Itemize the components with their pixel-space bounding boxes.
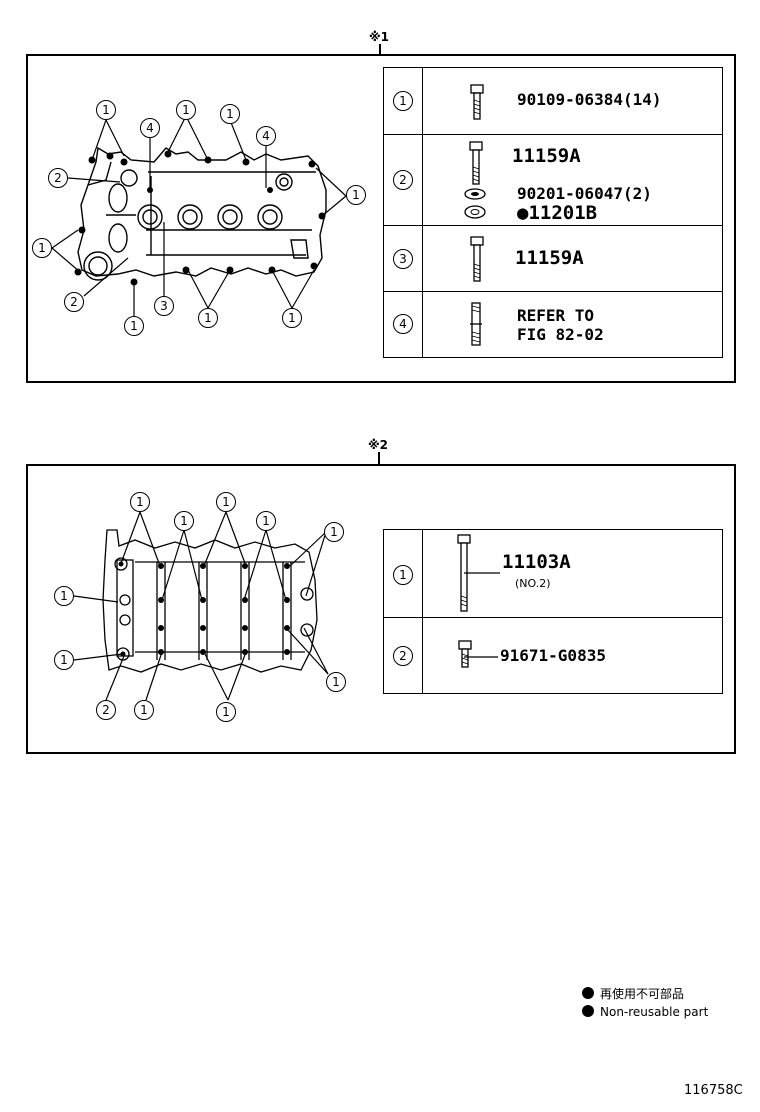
section2-mark: ※2: [368, 438, 389, 452]
callout-1: 1: [130, 492, 150, 512]
grommet-icon: [464, 205, 486, 219]
table-row: 2 91671-G0835: [384, 618, 722, 693]
callout-1: 1: [174, 511, 194, 531]
section1-parts-table: 1 90109-06384(14) 2 11159A 90201-06047(2…: [383, 67, 723, 358]
part-number: 11159A: [512, 145, 581, 167]
row-index: 2: [393, 170, 413, 190]
part-number: 11159A: [515, 247, 584, 269]
non-reusable-dot-icon: [582, 1005, 594, 1017]
legend-en: Non-reusable part: [582, 1005, 708, 1019]
callout-1: 1: [134, 700, 154, 720]
section2-panel: [26, 464, 736, 754]
section1-panel: [26, 54, 736, 383]
callout-4: 4: [256, 126, 276, 146]
long-bolt-icon: [457, 534, 471, 612]
callout-1: 1: [198, 308, 218, 328]
callout-2: 2: [48, 168, 68, 188]
callout-4: 4: [140, 118, 160, 138]
callout-1: 1: [256, 511, 276, 531]
callout-2: 2: [96, 700, 116, 720]
index-column: [384, 68, 423, 357]
table-row: 3 11159A: [384, 226, 722, 292]
row-index: 1: [393, 91, 413, 111]
table-row: 1 11103A (NO.2): [384, 530, 722, 618]
callout-1: 1: [220, 104, 240, 124]
callout-3: 3: [154, 296, 174, 316]
part-number: 90109-06384(14): [517, 90, 662, 109]
table-row: 1 90109-06384(14): [384, 68, 722, 135]
legend-jp: 再使用不可部品: [582, 985, 684, 1002]
row-index: 2: [393, 646, 413, 666]
callout-1: 1: [346, 185, 366, 205]
callout-1: 1: [176, 100, 196, 120]
row-index: 4: [393, 314, 413, 334]
non-reusable-dot-icon: [582, 987, 594, 999]
callout-1: 1: [216, 702, 236, 722]
callout-1: 1: [124, 316, 144, 336]
table-row: 2 11159A 90201-06047(2) ●11201B: [384, 135, 722, 226]
callout-1: 1: [96, 100, 116, 120]
refer-to-text: FIG 82-02: [517, 325, 604, 344]
callout-1: 1: [54, 650, 74, 670]
section1-mark: ※1: [369, 30, 390, 44]
callout-1: 1: [32, 238, 52, 258]
section2-parts-table: 1 11103A (NO.2) 2 91671-G0835: [383, 529, 723, 694]
legend-en-text: Non-reusable part: [600, 1005, 709, 1019]
part-number: 91671-G0835: [500, 646, 606, 665]
callout-1: 1: [216, 492, 236, 512]
bolt-icon: [469, 141, 483, 185]
figure-id: 116758C: [684, 1083, 743, 1098]
part-number: ●11201B: [517, 202, 598, 224]
part-number: 90201-06047(2): [517, 184, 652, 203]
camshaft-housing-diagram: [102, 529, 318, 673]
callout-1: 1: [324, 522, 344, 542]
part-note: (NO.2): [515, 577, 551, 590]
table-row: 4 REFER TO FIG 82-02: [384, 292, 722, 357]
part-number: 11103A: [502, 551, 571, 573]
bolt-icon: [470, 236, 484, 282]
legend-jp-text: 再使用不可部品: [600, 987, 685, 1001]
washer-icon: [464, 188, 486, 200]
stud-icon: [470, 302, 482, 346]
callout-1: 1: [282, 308, 302, 328]
row-index: 1: [393, 565, 413, 585]
callout-1: 1: [54, 586, 74, 606]
bolt-icon: [458, 640, 472, 668]
callout-2: 2: [64, 292, 84, 312]
bolt-icon: [470, 84, 484, 120]
row-index: 3: [393, 249, 413, 269]
callout-1: 1: [326, 672, 346, 692]
index-column: [384, 530, 423, 693]
refer-to-text: REFER TO: [517, 306, 595, 325]
